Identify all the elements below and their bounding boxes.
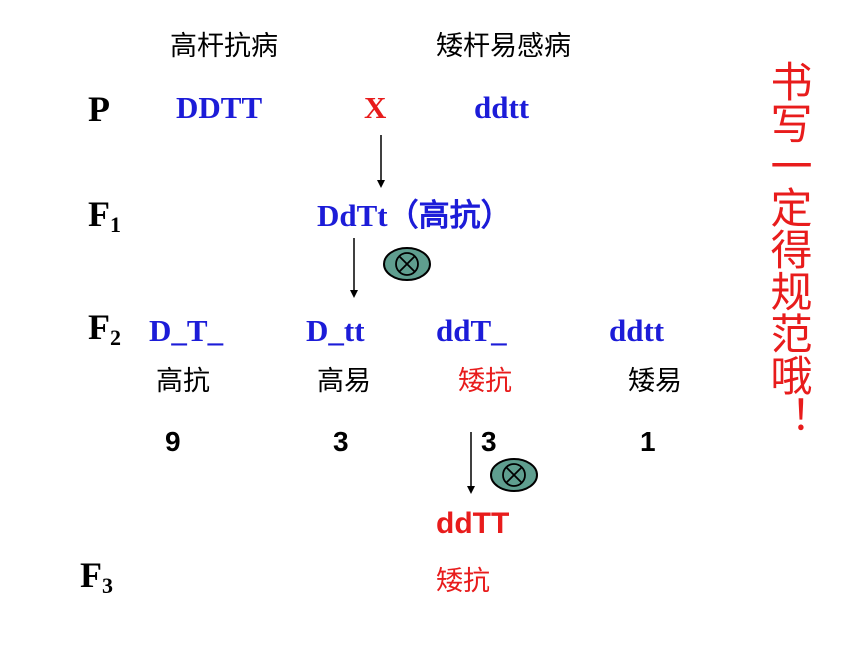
f2-phenotype-1: 高抗 [156, 366, 210, 397]
gen-label-f3: F3 [80, 555, 113, 598]
gen-label-f1: F1 [88, 194, 121, 237]
f2-ratio-1: 9 [165, 426, 181, 457]
f2-genotype-4: ddtt [609, 313, 665, 348]
f2-phenotype-4: 矮易 [628, 366, 682, 397]
f2-ratio-4: 1 [640, 426, 656, 457]
parent-genotype-left: DDTT [176, 90, 263, 125]
header-short-susceptible: 矮杆易感病 [436, 31, 571, 62]
arrow-f1-to-f2-head [350, 290, 358, 298]
f2-genotype-1: D_T_ [149, 313, 224, 348]
f2-phenotype-2: 高易 [317, 366, 371, 397]
arrow-f2-to-f3-head [467, 486, 475, 494]
f2-genotype-3: ddT_ [436, 313, 507, 348]
parent-genotype-right: ddtt [474, 90, 530, 125]
gen-label-p: P [88, 89, 110, 129]
writing-reminder-note: 书写一定得规范哦！ [764, 60, 813, 438]
f3-phenotype: 矮抗 [436, 566, 490, 597]
selfing-icon-f2 [490, 458, 538, 492]
cross-symbol: X [364, 90, 387, 125]
f2-phenotype-3: 矮抗 [458, 366, 512, 397]
f3-genotype: ddTT [436, 507, 510, 540]
arrow-p-to-f1-head [377, 180, 385, 188]
f2-genotype-2: D_tt [306, 313, 365, 348]
f2-ratio-2: 3 [333, 426, 349, 457]
header-tall-resistant: 高杆抗病 [170, 31, 278, 62]
f2-ratio-3: 3 [481, 426, 497, 457]
gen-label-f2: F2 [88, 307, 121, 350]
selfing-icon-f1 [383, 247, 431, 281]
f1-genotype: DdTt（高抗） [317, 198, 512, 233]
